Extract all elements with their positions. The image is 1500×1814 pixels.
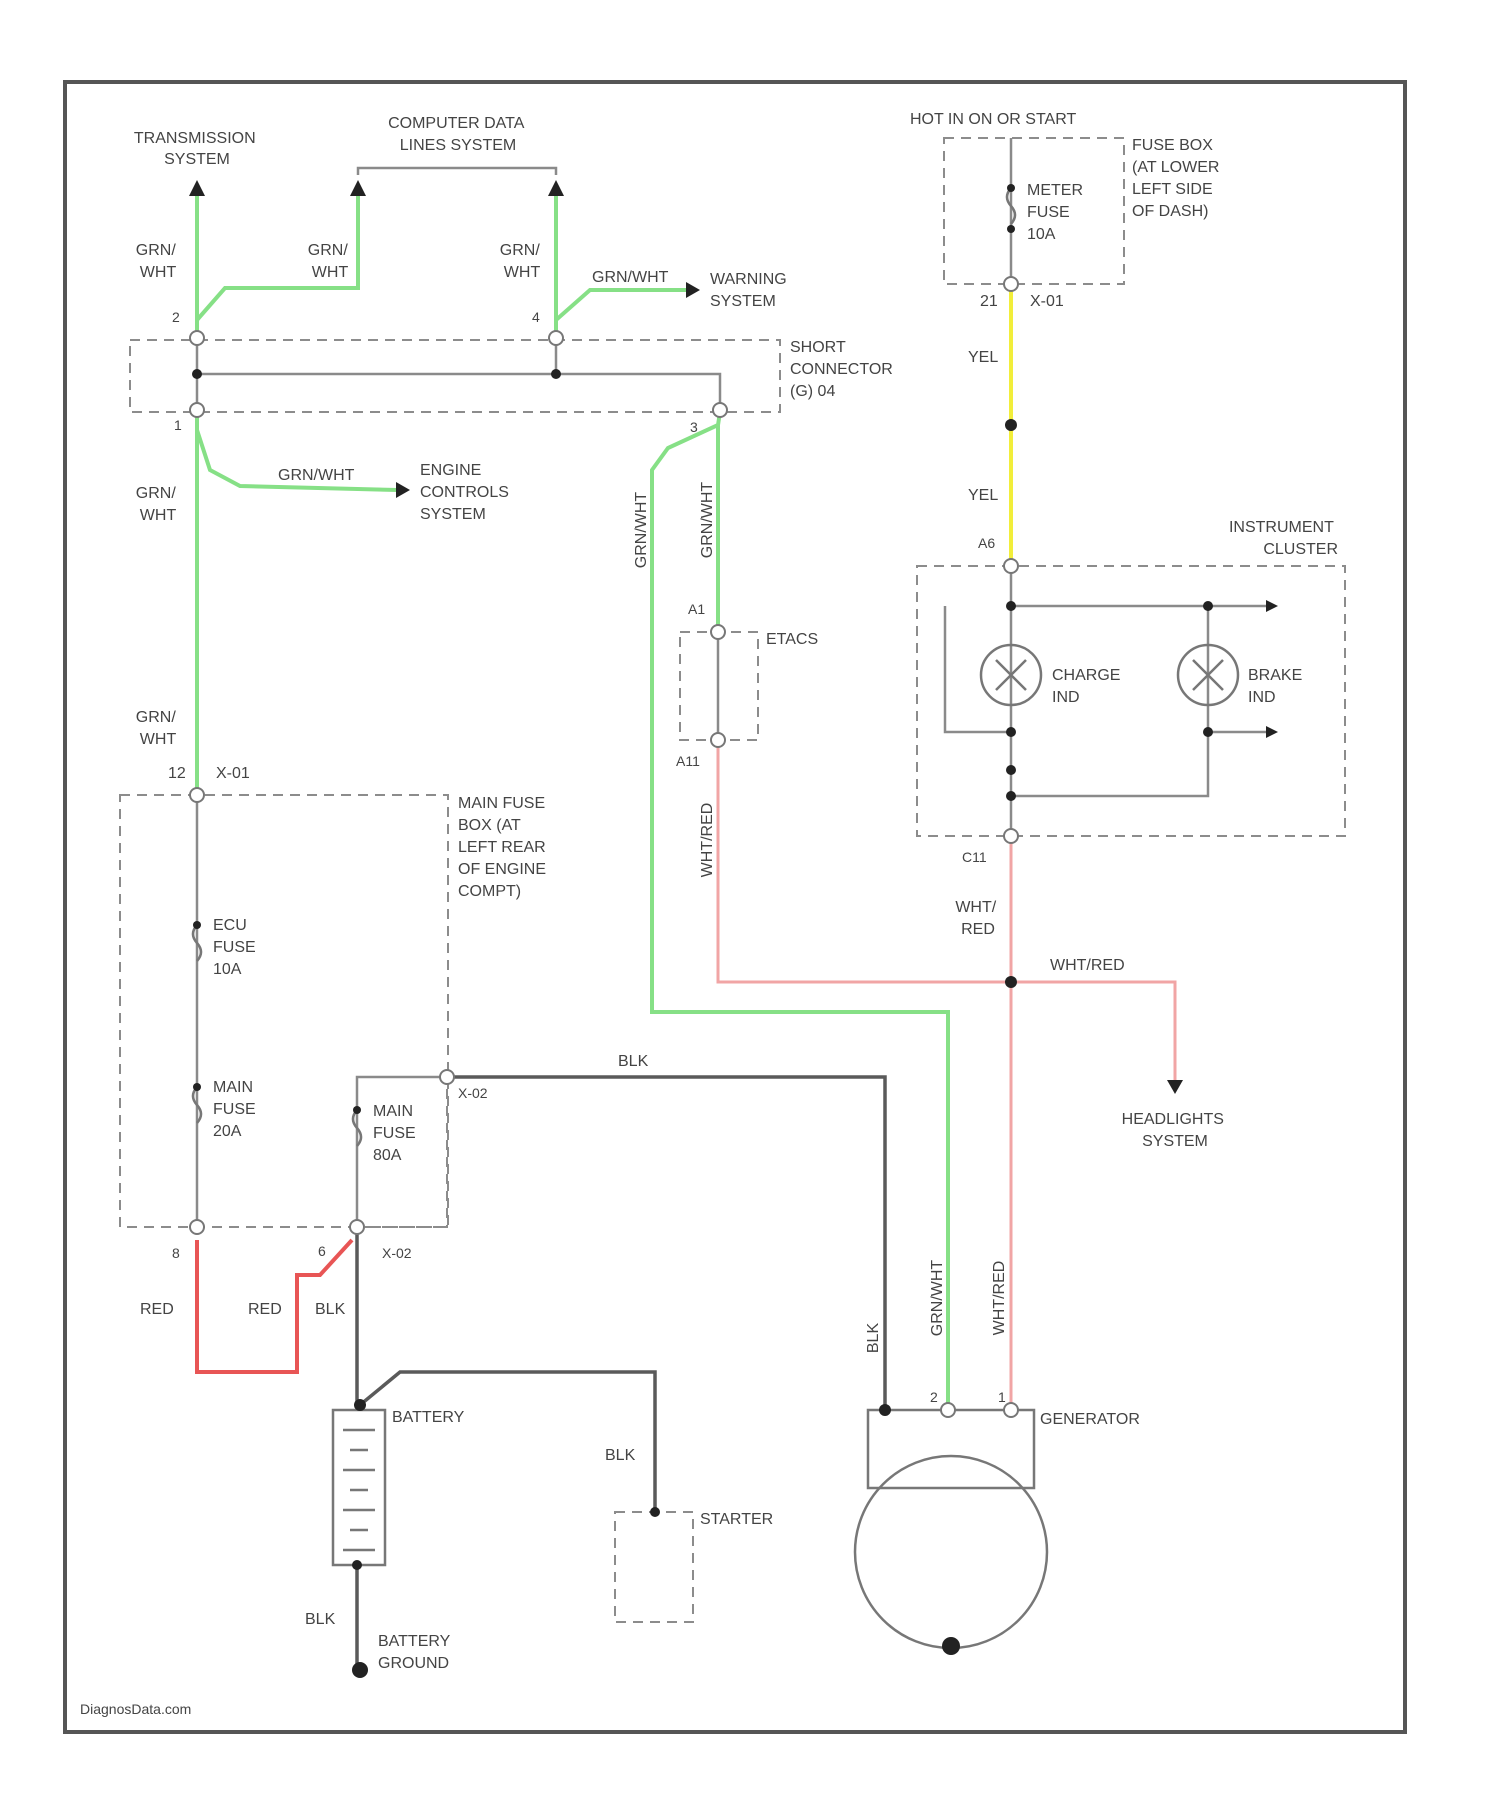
grn-wht-inline-label-engine: GRN/WHT [278,467,355,484]
battery-symbol [333,1410,385,1565]
generator-label: GENERATOR [1040,1411,1140,1428]
pin-8-label: 8 [172,1245,180,1261]
engine-controls-label: ENGINE CONTROLS SYSTEM [420,462,513,523]
transmission-system-label: TRANSMISSION SYSTEM [134,130,260,168]
blk-wire-generator [447,1077,885,1410]
main-fuse-80-line [357,1077,447,1227]
grn-wht-inline-label-warning: GRN/WHT [592,269,669,286]
c11-label: C11 [962,849,987,865]
main-fuse-80-sub-outline [357,1077,447,1227]
pin-6-label: 6 [318,1243,326,1259]
blk-label-starter: BLK [605,1447,636,1464]
a11-label: A11 [676,753,700,769]
instrument-cluster-label: INSTRUMENT CLUSTER [1229,519,1338,558]
pin-1-label: 1 [174,417,182,433]
blk-label-battery: BLK [315,1301,346,1318]
computer-data-lines-label: COMPUTER DATA LINES SYSTEM [388,115,528,154]
grn-wht-label-4: GRN/ WHT [136,485,180,524]
starter-label: STARTER [700,1511,773,1528]
conn-x01-12-label: 12 X-01 [168,765,250,782]
wht-red-stack-label: WHT/ RED [955,899,1000,938]
meter-fuse-label: METER FUSE 10A [1027,182,1087,243]
grn-wht-vertical-label-generator: GRN/WHT [929,1260,946,1337]
main-fuse-box-label: MAIN FUSE BOX (AT LEFT REAR OF ENGINE CO… [458,795,550,900]
fuse-box-dash-label: FUSE BOX (AT LOWER LEFT SIDE OF DASH) [1132,137,1224,220]
battery-label: BATTERY [392,1409,465,1426]
pin-2-generator-label: 2 [930,1389,938,1405]
red-label-left: RED [140,1301,174,1318]
blk-label-ground: BLK [305,1611,336,1628]
grn-wht-wire-right [556,190,690,336]
blk-wire-starter [360,1372,655,1512]
main-fuse-20-label: MAIN FUSE 20A [213,1079,260,1140]
main-fuse-80-label: MAIN FUSE 80A [373,1103,420,1164]
pin-3-label: 3 [690,419,698,435]
footer-watermark: DiagnosData.com [80,1701,191,1717]
yel-label-lower: YEL [968,487,998,504]
diagram-border [65,82,1405,1732]
cluster-arrow-upper [1266,600,1278,612]
short-connector-label: SHORT CONNECTOR (G) 04 [790,339,897,400]
grn-wht-label-1: GRN/ WHT [136,242,180,281]
wht-red-vertical-label-etacs: WHT/RED [699,803,716,878]
pin-1-generator-label: 1 [998,1389,1006,1405]
headlights-arrow [1167,1080,1183,1094]
grn-wht-vertical-label-2: GRN/WHT [699,482,716,559]
blk-vertical-label-generator: BLK [865,1323,882,1354]
generator-symbol [855,1410,1047,1648]
grn-wht-wire-generator [652,412,948,1410]
blk-label-top: BLK [618,1053,649,1070]
headlights-system-label: HEADLIGHTS SYSTEM [1122,1111,1229,1150]
etacs-label: ETACS [766,631,818,648]
a1-label: A1 [688,601,705,617]
battery-ground-label: BATTERY GROUND [378,1633,454,1672]
x02-label-upper: X-02 [458,1085,488,1101]
data-lines-arrow-right [548,180,564,196]
short-connector-outline [130,340,780,412]
warning-system-label: WARNING SYSTEM [710,271,791,310]
grn-wht-label-2: GRN/ WHT [308,242,352,281]
a6-label: A6 [978,535,995,551]
x02-label-lower: X-02 [382,1245,412,1261]
starter-outline [615,1512,693,1622]
pin-4-label: 4 [532,309,540,325]
brake-ind-label: BRAKE IND [1248,667,1307,706]
yel-label-upper: YEL [968,349,998,366]
short-connector-bus-wire [197,374,720,412]
red-label-right: RED [248,1301,282,1318]
engine-controls-arrow [396,482,410,498]
wht-red-vertical-label-generator: WHT/RED [991,1261,1008,1336]
grn-wht-wire-left [197,190,358,336]
charge-ind-label: CHARGE IND [1052,667,1125,706]
hot-in-on-or-start-label: HOT IN ON OR START [910,111,1076,128]
transmission-arrow [189,180,205,196]
conn-x01-21-label: 21 X-01 [980,293,1064,310]
ecu-fuse-label: ECU FUSE 10A [213,917,260,978]
warning-arrow [686,282,700,298]
pin-2-label: 2 [172,309,180,325]
wht-red-inline-label-headlights: WHT/RED [1050,957,1125,974]
wht-red-wire-headlights [1011,982,1175,1082]
data-lines-arrow-left [350,180,366,196]
top-bus-wire [358,168,556,175]
grn-wht-label-5: GRN/ WHT [136,709,180,748]
grn-wht-label-3: GRN/ WHT [500,242,544,281]
splice-dots [192,184,1213,1678]
cluster-arrow-lower [1266,726,1278,738]
grn-wht-vertical-label-1: GRN/WHT [633,492,650,569]
connector-terminals [190,277,1018,1417]
